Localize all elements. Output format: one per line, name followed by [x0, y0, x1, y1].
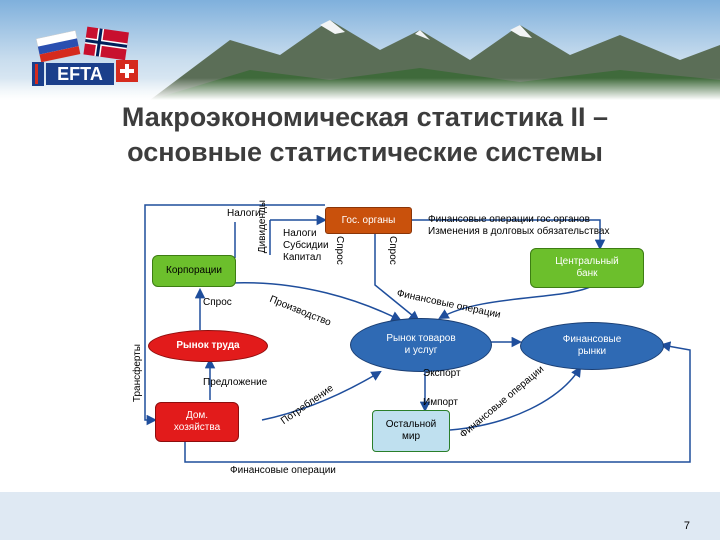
label-demand-vertical-2: Спрос [386, 236, 398, 265]
label-import: Импорт [423, 397, 458, 409]
node-goods-market: Рынок товаров и услуг [350, 318, 492, 372]
node-gov: Гос. органы [325, 207, 412, 234]
node-central-bank: Центральный банк [530, 248, 644, 288]
label-export: Экспорт [423, 368, 461, 380]
label-demand-left: Спрос [203, 297, 232, 309]
node-financial-markets: Финансовые рынки [520, 322, 664, 370]
node-labor-market: Рынок труда [148, 330, 268, 362]
gov-flows-list: Налоги Субсидии Капитал [283, 228, 329, 264]
label-taxes-left: Налоги [227, 208, 261, 220]
label-financial-ops-bottom: Финансовые операции [230, 465, 336, 477]
node-labor-market-label: Рынок труда [176, 340, 239, 352]
node-financial-markets-label: Финансовые рынки [557, 334, 627, 358]
label-gov-fin-ops-2: Изменения в долговых обязательствах [428, 226, 609, 238]
node-goods-market-label: Рынок товаров и услуг [386, 333, 456, 357]
label-transfers: Трансферты [132, 344, 144, 402]
footer-bar [0, 492, 720, 540]
label-gov-fin-ops-1: Финансовые операции гос.органов [428, 214, 609, 226]
label-demand-vertical-1: Спрос [333, 236, 345, 265]
label-gov-flows-subsidies: Субсидии [283, 240, 329, 252]
node-rest-of-world-label: Остальной мир [381, 419, 441, 443]
node-corporations-label: Корпорации [166, 265, 222, 277]
label-supply: Предложение [203, 377, 267, 389]
node-households: Дом. хозяйства [155, 402, 239, 442]
page-number: 7 [684, 520, 690, 532]
node-gov-label: Гос. органы [342, 215, 396, 227]
node-rest-of-world: Остальной мир [372, 410, 450, 452]
gov-fin-ops-text: Финансовые операции гос.органов Изменени… [428, 214, 609, 238]
label-gov-flows-capital: Капитал [283, 252, 329, 264]
node-households-label: Дом. хозяйства [162, 410, 232, 434]
label-dividends: Дивиденды [257, 200, 269, 253]
node-central-bank-label: Центральный банк [547, 256, 627, 280]
label-gov-flows-taxes: Налоги [283, 228, 329, 240]
node-corporations: Корпорации [152, 255, 236, 287]
